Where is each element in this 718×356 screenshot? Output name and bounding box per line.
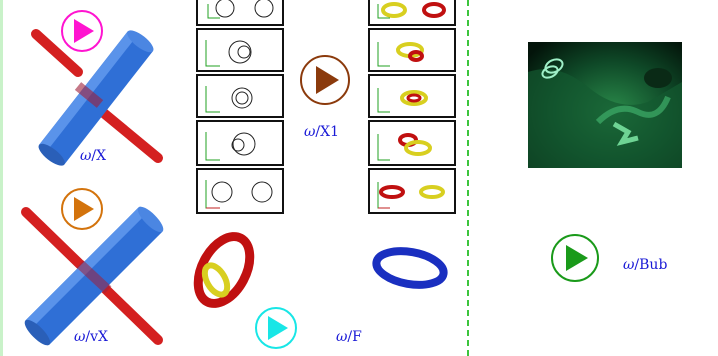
play-button-x[interactable] [60,9,104,53]
colored-ring-frames [368,0,456,214]
frame-2 [196,28,284,72]
play-icon [566,245,588,271]
dashed-divider [467,0,469,356]
play-button-x1[interactable] [299,54,351,106]
bubble-ring-video-thumbnail[interactable] [528,42,682,168]
linked-vortex-rings-illustration [193,232,255,308]
frame-1 [368,0,456,26]
play-button-bub[interactable] [550,233,600,283]
link-omega-x1[interactable]: ω/X1 [304,124,340,140]
play-button-vx[interactable] [60,187,104,231]
play-button-f[interactable] [254,306,298,350]
frame-3 [368,74,456,118]
frame-2 [368,28,456,72]
frame-1 [196,0,284,26]
link-omega-bub[interactable]: ω/Bub [623,257,668,273]
link-omega-f[interactable]: ω/F [336,329,362,345]
left-edge-stripe [0,0,3,356]
play-icon [74,19,94,43]
blue-vortex-ring-illustration [372,247,448,289]
frame-5 [368,168,456,214]
frame-4 [196,120,284,166]
play-icon [268,316,288,340]
ring-outline-frames [196,0,284,214]
cylinder-crossing-x-illustration [31,29,163,166]
frame-4 [368,120,456,166]
link-omega-x[interactable]: ω/X [80,148,107,164]
play-icon [316,66,339,94]
cylinder-crossing-vx-illustration [21,206,164,346]
link-omega-vx[interactable]: ω/vX [74,329,109,345]
frame-3 [196,74,284,118]
play-icon [74,197,94,221]
frame-5 [196,168,284,214]
